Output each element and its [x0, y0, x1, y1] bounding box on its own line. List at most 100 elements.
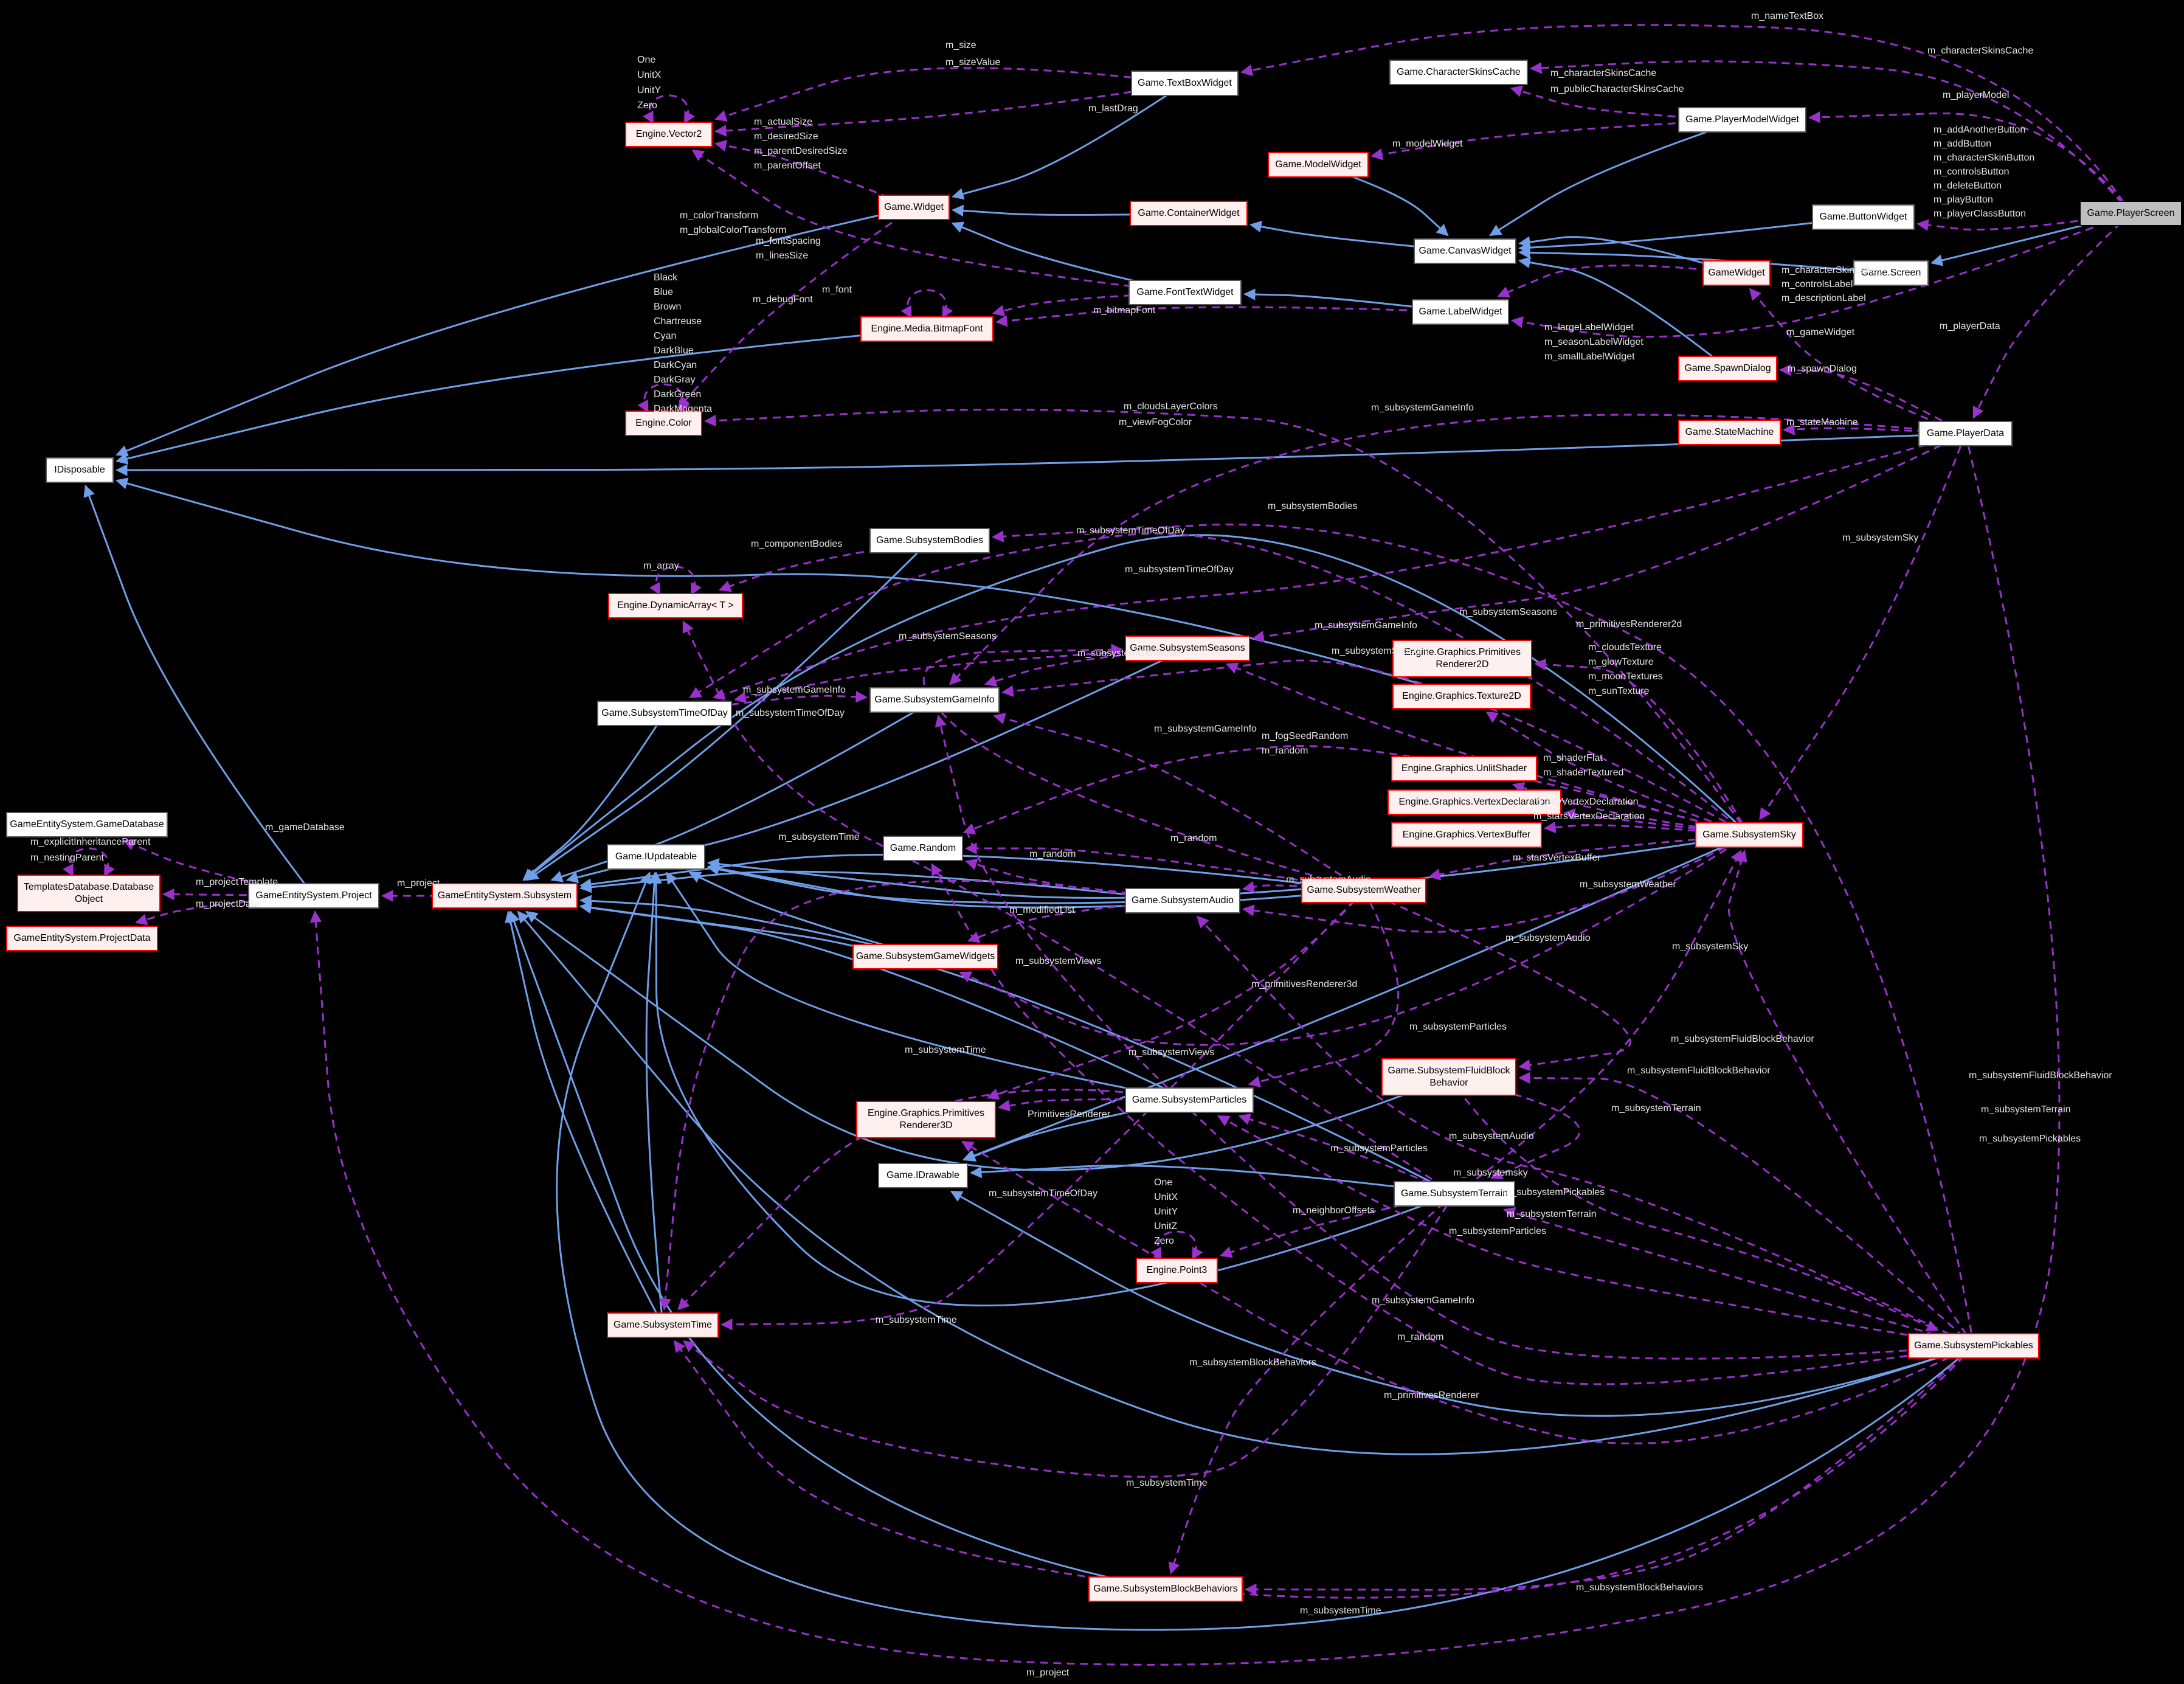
node-idrawable[interactable]: Game.IDrawable: [878, 1163, 968, 1188]
edge-label: m_subsystemTerrain: [1981, 1104, 2071, 1115]
node-fluid-block-behavior[interactable]: Game.SubsystemFluidBlock Behavior: [1381, 1058, 1516, 1096]
node-game-widget[interactable]: GameWidget: [1702, 260, 1771, 286]
node-state-machine[interactable]: Game.StateMachine: [1678, 420, 1781, 445]
node-subsystem-sky[interactable]: Game.SubsystemSky: [1695, 822, 1803, 848]
node-canvas-widget[interactable]: Game.CanvasWidget: [1414, 238, 1516, 264]
node-player-model-widget[interactable]: Game.PlayerModelWidget: [1678, 107, 1806, 133]
edge-label: m_seasonLabelWidget: [1544, 337, 1643, 347]
node-model-widget[interactable]: Game.ModelWidget: [1268, 152, 1369, 178]
node-game-database[interactable]: GameEntitySystem.GameDatabase: [6, 812, 168, 837]
node-button-widget[interactable]: Game.ButtonWidget: [1812, 204, 1915, 230]
node-texture-2d[interactable]: Engine.Graphics.Texture2D: [1392, 684, 1531, 709]
node-subsystem-seasons[interactable]: Game.SubsystemSeasons: [1125, 636, 1250, 661]
node-label-widget[interactable]: Game.LabelWidget: [1412, 299, 1509, 325]
node-player-data[interactable]: Game.PlayerData: [1918, 421, 2013, 446]
node-iupdateable[interactable]: Game.IUpdateable: [607, 844, 705, 870]
edge-label: m_subsystemGameInfo: [743, 685, 846, 695]
usage-edge: [1238, 1113, 1455, 1195]
node-primitives-renderer-2d[interactable]: Engine.Graphics.Primitives Renderer2D: [1392, 640, 1532, 677]
edge-label: m_subsystemTerrain: [1507, 1209, 1597, 1219]
edge-label: m_sunTexture: [1588, 686, 1650, 696]
node-color[interactable]: Engine.Color: [625, 411, 702, 436]
node-vertex-declaration[interactable]: Engine.Graphics.VertexDeclaration: [1387, 789, 1561, 815]
edge-label: m_subsystemSky: [1842, 533, 1919, 543]
node-unlit-shader[interactable]: Engine.Graphics.UnlitShader: [1391, 756, 1537, 781]
node-subsystem-block-behaviors[interactable]: Game.SubsystemBlockBehaviors: [1088, 1576, 1243, 1602]
edge-label: DarkBlue: [654, 345, 694, 356]
node-subsystem-weather[interactable]: Game.SubsystemWeather: [1301, 878, 1426, 903]
edge-label: m_nestingParent: [30, 853, 104, 863]
node-widget[interactable]: Game.Widget: [878, 195, 950, 220]
edge-label: m_shaderFlat: [1543, 753, 1603, 763]
edge-label: m_random: [1029, 849, 1076, 859]
edge-label: m_shaderTextured: [1543, 768, 1624, 778]
edge-label: m_lastDrag: [1088, 103, 1138, 114]
node-container-widget[interactable]: Game.ContainerWidget: [1130, 201, 1248, 226]
inheritance-edge: [116, 328, 927, 465]
self-usage-edge: [1150, 1230, 1203, 1260]
edge-label: m_bitmapFont: [1093, 305, 1156, 316]
edge-label: m_deleteButton: [1933, 181, 2002, 191]
node-subsystem-pickables[interactable]: Game.SubsystemPickables: [1908, 1333, 2039, 1359]
node-project[interactable]: GameEntitySystem.Project: [248, 883, 379, 909]
node-textbox-widget[interactable]: Game.TextBoxWidget: [1131, 71, 1239, 96]
edge-label: m_subsystemGameInfo: [1077, 648, 1180, 659]
edge-label: m_subsystemTimeOfDay: [1076, 525, 1185, 536]
edge-label: m_characterSkinLabel: [1781, 265, 1879, 275]
edge-label: m_linesSize: [756, 251, 809, 261]
node-bitmap-font[interactable]: Engine.Media.BitmapFont: [860, 316, 994, 342]
edge-label: m_desiredSize: [754, 131, 818, 142]
node-subsystem-game-info[interactable]: Game.SubsystemGameInfo: [869, 687, 1000, 713]
node-subsystem-time-of-day[interactable]: Game.SubsystemTimeOfDay: [597, 701, 732, 726]
usage-edge: [1749, 288, 1966, 435]
self-usage-edge: [643, 94, 695, 124]
node-primitives-renderer-3d[interactable]: Engine.Graphics.Primitives Renderer3D: [856, 1101, 996, 1138]
node-point3[interactable]: Engine.Point3: [1136, 1258, 1218, 1283]
node-spawn-dialog[interactable]: Game.SpawnDialog: [1678, 356, 1777, 381]
usage-edge: [1518, 1072, 1975, 1347]
node-character-skins-cache[interactable]: Game.CharacterSkinsCache: [1389, 60, 1528, 85]
self-usage-edge: [63, 847, 115, 877]
node-dynamic-array[interactable]: Engine.DynamicArray< T >: [608, 593, 743, 619]
node-database-object[interactable]: TemplatesDatabase.Database Object: [17, 875, 161, 912]
usage-edge: [949, 414, 1966, 685]
usage-edge: [1242, 834, 1750, 933]
usage-edge: [673, 1340, 1975, 1599]
inheritance-edge: [522, 713, 666, 881]
node-vertex-buffer[interactable]: Engine.Graphics.VertexBuffer: [1391, 822, 1542, 848]
usage-edge: [664, 691, 868, 715]
edge-label: m_nameTextBox: [1751, 11, 1824, 21]
node-player-screen[interactable]: Game.PlayerScreen: [2079, 201, 2182, 226]
node-idisposable[interactable]: IDisposable: [46, 457, 114, 483]
node-screen[interactable]: Game.Screen: [1853, 260, 1929, 286]
inheritance-edge: [950, 1190, 1974, 1417]
inheritance-edge: [579, 853, 1364, 892]
node-project-data[interactable]: GameEntitySystem.ProjectData: [6, 926, 158, 951]
usage-edge: [1503, 1207, 1974, 1347]
edge-label: m_characterSkinButton: [1933, 153, 2035, 163]
edge-label: m_font: [822, 285, 852, 295]
node-subsystem-audio[interactable]: Game.SubsystemAudio: [1125, 888, 1240, 913]
node-subsystem-game-widgets[interactable]: Game.SubsystemGameWidgets: [852, 944, 998, 969]
node-vector2[interactable]: Engine.Vector2: [625, 122, 713, 147]
node-subsystem[interactable]: GameEntitySystem.Subsystem: [432, 883, 578, 909]
node-subsystem-terrain[interactable]: Game.SubsystemTerrain: [1394, 1181, 1515, 1207]
edge-label: m_starsVertexBuffer: [1513, 853, 1601, 863]
node-random[interactable]: Game.Random: [883, 836, 963, 861]
inheritance-edge: [1489, 119, 1743, 237]
edge-label: m_subsystemTime: [876, 1315, 957, 1325]
usage-edge: [1510, 85, 1743, 121]
edge-label: m_controlsLabel: [1781, 279, 1853, 289]
edge-label: m_characterSkinsCache: [1550, 68, 1657, 78]
usage-edge: [967, 899, 1183, 943]
edge-label: Cyan: [654, 331, 677, 341]
edge-label: m_subsystemBlockBehaviors: [1576, 1582, 1703, 1593]
node-subsystem-time[interactable]: Game.SubsystemTime: [607, 1312, 719, 1338]
edge-label: Black: [654, 272, 678, 283]
node-subsystem-particles[interactable]: Game.SubsystemParticles: [1125, 1087, 1254, 1113]
node-font-text-widget[interactable]: Game.FontTextWidget: [1128, 280, 1242, 305]
edge-label: m_subsystemParticles: [1330, 1143, 1428, 1154]
node-subsystem-bodies[interactable]: Game.SubsystemBodies: [869, 528, 990, 553]
usage-edge: [1428, 834, 1750, 881]
usage-edge: [1544, 821, 1750, 836]
